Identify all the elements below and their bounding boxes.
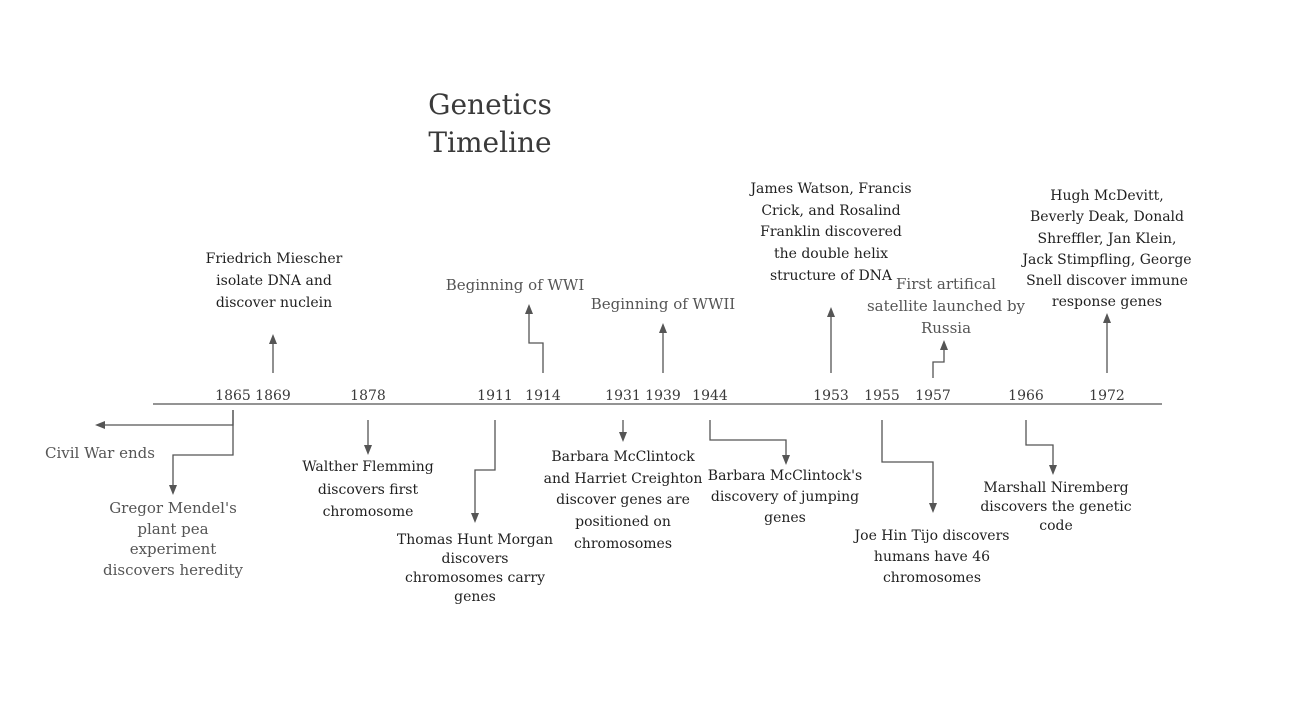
nirenberg-connector <box>1025 420 1057 475</box>
event-flemming: Walther Flemming discovers first chromos… <box>302 459 434 521</box>
year-label: 1911 <box>477 388 513 404</box>
year-label: 1955 <box>864 388 900 404</box>
event-double-helix: James Watson, Francis Crick, and Rosalin… <box>750 181 912 284</box>
event-civil-war: Civil War ends <box>45 444 155 462</box>
year-label: 1953 <box>813 388 849 404</box>
year-label: 1914 <box>525 388 561 404</box>
event-morgan: Thomas Hunt Morgan discovers chromosomes… <box>396 532 554 605</box>
tijo-connector <box>881 420 937 513</box>
year-label: 1869 <box>255 388 291 404</box>
event-satellite: First artifical satellite launched by Ru… <box>866 275 1026 337</box>
wwi-connector <box>525 304 544 373</box>
year-label: 1972 <box>1089 388 1125 404</box>
year-label: 1931 <box>605 388 641 404</box>
event-tijo: Joe Hin Tijo discovers humans have 46 ch… <box>854 528 1010 586</box>
event-jumping-genes: Barbara McClintock's discovery of jumpin… <box>707 468 863 526</box>
year-label: 1944 <box>692 388 728 404</box>
event-wwii: Beginning of WWII <box>590 295 736 313</box>
event-miescher: Friedrich Miescher isolate DNA and disco… <box>205 251 343 312</box>
event-wwi: Beginning of WWI <box>445 276 585 294</box>
year-label: 1865 <box>215 388 251 404</box>
event-nirenberg: Marshall Niremberg discovers the genetic… <box>980 480 1132 534</box>
page-title: Genetics Timeline <box>428 88 552 159</box>
morgan-connector <box>471 420 496 523</box>
year-label: 1939 <box>645 388 681 404</box>
jumping-genes-connector <box>709 420 790 465</box>
mendel-connector <box>169 410 234 495</box>
year-label: 1966 <box>1008 388 1044 404</box>
event-mcclintock-creighton: Barbara McClintock and Harriet Creighton… <box>543 449 703 552</box>
event-immune: Hugh McDevitt, Beverly Deak, Donald Shre… <box>1022 188 1192 311</box>
year-label: 1957 <box>915 388 951 404</box>
event-mendel: Gregor Mendel's plant pea experiment dis… <box>102 499 243 580</box>
satellite-connector <box>932 340 948 378</box>
year-label: 1878 <box>350 388 386 404</box>
civil-war-connector <box>95 410 234 429</box>
